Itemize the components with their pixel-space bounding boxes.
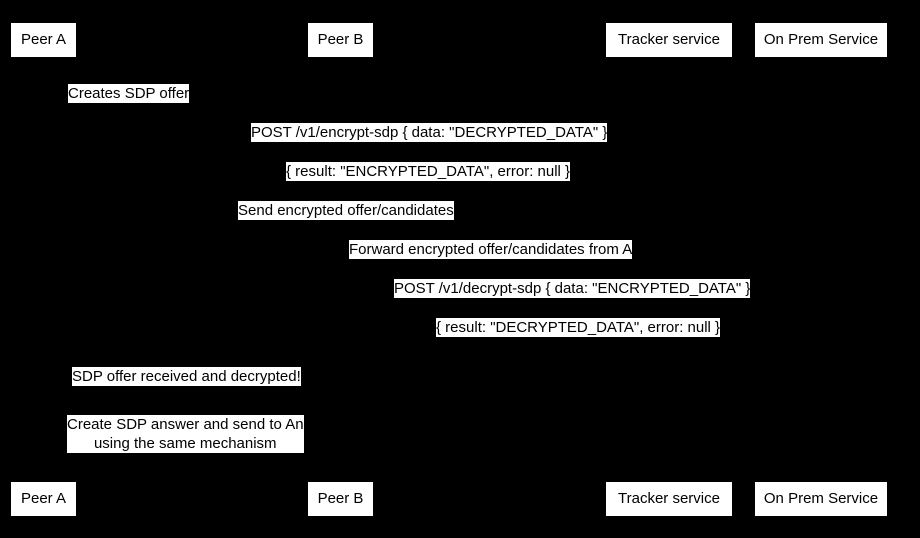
message-label-3-text: { result: "ENCRYPTED_DATA", error: null … bbox=[286, 163, 571, 180]
message-label-8-text: SDP offer received and decrypted! bbox=[72, 368, 301, 385]
message-label-6-text: POST /v1/decrypt-sdp { data: "ENCRYPTED_… bbox=[394, 280, 751, 297]
self-message-arrow-8 bbox=[340, 361, 370, 383]
arrowhead-icon bbox=[340, 332, 348, 340]
message-label-4: Send encrypted offer/candidates bbox=[238, 201, 454, 220]
participant-on-prem-top[interactable]: On Prem Service bbox=[754, 22, 888, 58]
message-label-1: Creates SDP offer bbox=[68, 84, 190, 103]
message-label-4-text: Send encrypted offer/candidates bbox=[238, 202, 454, 219]
participant-tracker-bottom[interactable]: Tracker service bbox=[605, 481, 733, 517]
message-label-7: { result: "DECRYPTED_DATA", error: null … bbox=[436, 318, 721, 337]
lifeline-tracker bbox=[669, 57, 670, 481]
arrowhead-icon bbox=[812, 292, 820, 300]
message-label-7-text: { result: "DECRYPTED_DATA", error: null … bbox=[436, 319, 721, 336]
lifeline-peer-b bbox=[340, 57, 341, 481]
arrowhead-icon bbox=[43, 176, 51, 184]
message-label-9: Create SDP answer and send to An using th… bbox=[67, 415, 304, 453]
message-label-1-text: Creates SDP offer bbox=[68, 85, 190, 102]
participant-peer-a-top[interactable]: Peer A bbox=[10, 22, 77, 58]
self-message-arrow-9 bbox=[340, 409, 370, 449]
message-label-6: POST /v1/decrypt-sdp { data: "ENCRYPTED_… bbox=[394, 279, 751, 298]
lifeline-peer-a bbox=[43, 57, 44, 481]
message-label-2-text: POST /v1/encrypt-sdp { data: "DECRYPTED_… bbox=[251, 124, 608, 141]
message-label-5: Forward encrypted offer/candidates from … bbox=[349, 240, 633, 259]
message-label-3: { result: "ENCRYPTED_DATA", error: null … bbox=[286, 162, 571, 181]
message-label-8: SDP offer received and decrypted! bbox=[72, 367, 301, 386]
participant-peer-b-bottom[interactable]: Peer B bbox=[307, 481, 374, 517]
arrowhead-icon bbox=[340, 253, 348, 261]
arrowhead-icon bbox=[661, 214, 669, 222]
participant-on-prem-bottom[interactable]: On Prem Service bbox=[754, 481, 888, 517]
message-label-2: POST /v1/encrypt-sdp { data: "DECRYPTED_… bbox=[251, 123, 608, 142]
participant-peer-a-bottom[interactable]: Peer A bbox=[10, 481, 77, 517]
message-label-5-text: Forward encrypted offer/candidates from … bbox=[349, 241, 633, 258]
participant-tracker-top[interactable]: Tracker service bbox=[605, 22, 733, 58]
lifeline-on-prem bbox=[820, 57, 821, 481]
message-label-9-line-1: Create SDP answer and send to An bbox=[67, 416, 304, 433]
participant-peer-b-top[interactable]: Peer B bbox=[307, 22, 374, 58]
message-label-9-line-2: using the same mechanism bbox=[93, 435, 277, 452]
arrowhead-icon bbox=[812, 136, 820, 144]
